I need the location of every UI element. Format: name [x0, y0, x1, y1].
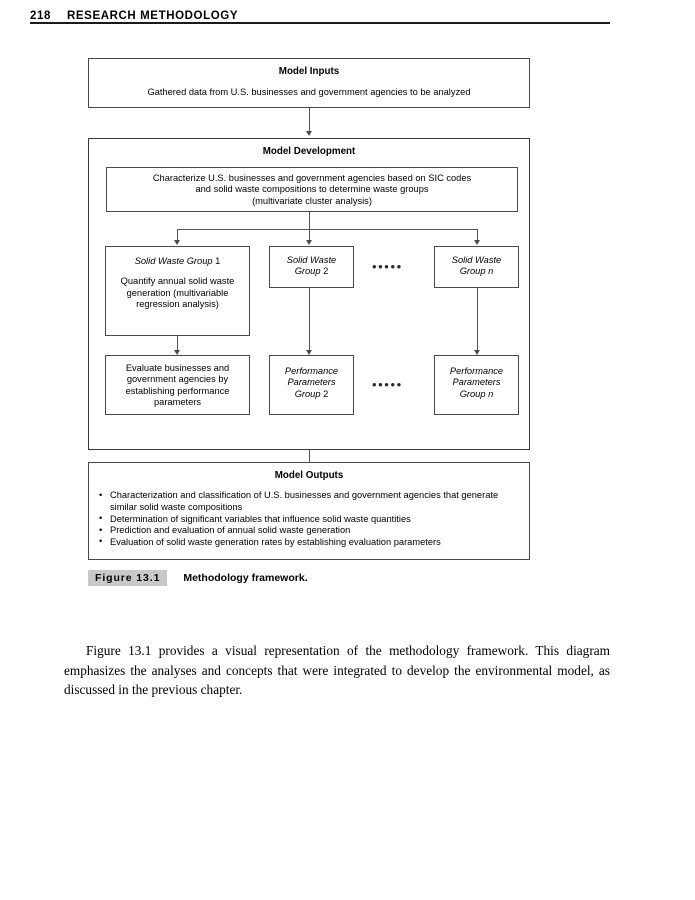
solid-waste-group-n-line2-roman: n	[488, 266, 494, 277]
connector-development-to-outputs	[309, 450, 310, 468]
model-outputs-bullet-list: Characterization and classification of U…	[89, 490, 529, 548]
evaluate-businesses-body: Evaluate businesses and government agenc…	[125, 363, 230, 408]
list-item: Characterization and classification of U…	[97, 490, 519, 513]
model-inputs-box: Model Inputs Gathered data from U.S. bus…	[88, 58, 530, 108]
arrowhead-bus-to-groupn	[474, 240, 480, 245]
perfn-line3: Group n	[435, 389, 518, 400]
header-rule	[30, 22, 610, 24]
perfn-line2: Parameters	[452, 377, 501, 388]
evaluate-businesses-box: Evaluate businesses and government agenc…	[105, 355, 250, 415]
solid-waste-group-1-heading-roman: 1	[215, 256, 221, 266]
connector-group1-to-evaluate	[177, 336, 178, 353]
list-item: Evaluation of solid waste generation rat…	[97, 536, 519, 549]
connector-bus-to-group2	[309, 229, 310, 243]
solid-waste-group-1-box: Solid Waste Group 1 Quantify annual soli…	[105, 246, 250, 336]
perf2-line3-roman: 2	[323, 388, 329, 399]
cluster-analysis-box: Characterize U.S. businesses and governm…	[106, 167, 518, 212]
perf2-line3: Group 2	[270, 389, 353, 400]
figure-13-1-flowchart: Model Inputs Gathered data from U.S. bus…	[0, 0, 695, 600]
connector-groupn-to-perfn	[477, 288, 478, 353]
connector-bus-to-group1	[177, 229, 178, 243]
connector-bus-to-groupn	[477, 229, 478, 243]
connector-inputs-to-development	[309, 108, 310, 134]
arrowhead-group1-to-evaluate	[174, 350, 180, 355]
solid-waste-group-n-line2-italic: Group	[459, 266, 486, 277]
solid-waste-group-1-body: Quantify annual solid waste generation (…	[120, 276, 235, 310]
list-item: Prediction and evaluation of annual soli…	[97, 525, 519, 537]
page-number: 218	[30, 10, 51, 22]
model-inputs-title: Model Inputs	[278, 66, 340, 77]
model-outputs-title: Model Outputs	[274, 470, 344, 481]
solid-waste-group-2-box: Solid Waste Group 2	[269, 246, 354, 288]
solid-waste-group-n-line2: Group n	[435, 266, 518, 277]
arrowhead-inputs-to-development	[306, 131, 312, 136]
body-paragraph: Figure 13.1 provides a visual representa…	[64, 643, 610, 698]
perf2-line1: Performance	[284, 366, 339, 376]
list-item: Determination of significant variables t…	[97, 513, 519, 526]
arrowhead-group2-to-perf2	[306, 350, 312, 355]
model-inputs-body: Gathered data from U.S. businesses and g…	[147, 87, 471, 98]
running-head: 218 RESEARCH METHODOLOGY	[30, 6, 610, 24]
model-development-title: Model Development	[262, 146, 356, 157]
perf2-line2: Parameters	[287, 377, 336, 388]
perfn-line3-roman: n	[488, 388, 494, 399]
perfn-line3-italic: Group	[459, 388, 486, 399]
perfn-line1: Performance	[449, 366, 504, 376]
figure-caption-label: Figure 13.1	[88, 570, 168, 586]
solid-waste-group-n-box: Solid Waste Group n	[434, 246, 519, 288]
figure-caption: Figure 13.1 Methodology framework.	[88, 570, 308, 586]
model-outputs-box: Model Outputs Characterization and class…	[88, 462, 530, 560]
solid-waste-group-1-heading: Solid Waste Group 1	[106, 256, 249, 267]
performance-parameters-group-n-box: Performance Parameters Group n	[434, 355, 519, 415]
arrowhead-bus-to-group1	[174, 240, 180, 245]
cluster-analysis-line1: Characterize U.S. businesses and governm…	[152, 173, 472, 183]
arrowhead-groupn-to-perfn	[474, 350, 480, 355]
running-head-title: RESEARCH METHODOLOGY	[67, 10, 239, 22]
ellipsis-solid-waste-groups: •••••	[372, 259, 403, 274]
solid-waste-group-n-line1: Solid Waste	[451, 255, 502, 265]
cluster-analysis-line2: and solid waste compositions to determin…	[195, 184, 429, 195]
connector-cluster-stem	[309, 212, 310, 229]
solid-waste-group-1-heading-italic: Solid Waste Group	[134, 256, 213, 266]
solid-waste-group-2-line2-roman: 2	[323, 266, 329, 277]
solid-waste-group-2-line2: Group 2	[270, 266, 353, 277]
solid-waste-group-2-line1: Solid Waste	[286, 255, 337, 265]
performance-parameters-group-2-box: Performance Parameters Group 2	[269, 355, 354, 415]
arrowhead-bus-to-group2	[306, 240, 312, 245]
connector-group2-to-perf2	[309, 288, 310, 353]
figure-caption-text: Methodology framework.	[183, 572, 308, 584]
perf2-line3-italic: Group	[294, 388, 321, 399]
ellipsis-performance-parameters: •••••	[372, 377, 403, 392]
solid-waste-group-2-line2-italic: Group	[294, 266, 321, 277]
connector-cluster-bus	[177, 229, 477, 230]
cluster-analysis-line3: (multivariate cluster analysis)	[252, 195, 372, 206]
